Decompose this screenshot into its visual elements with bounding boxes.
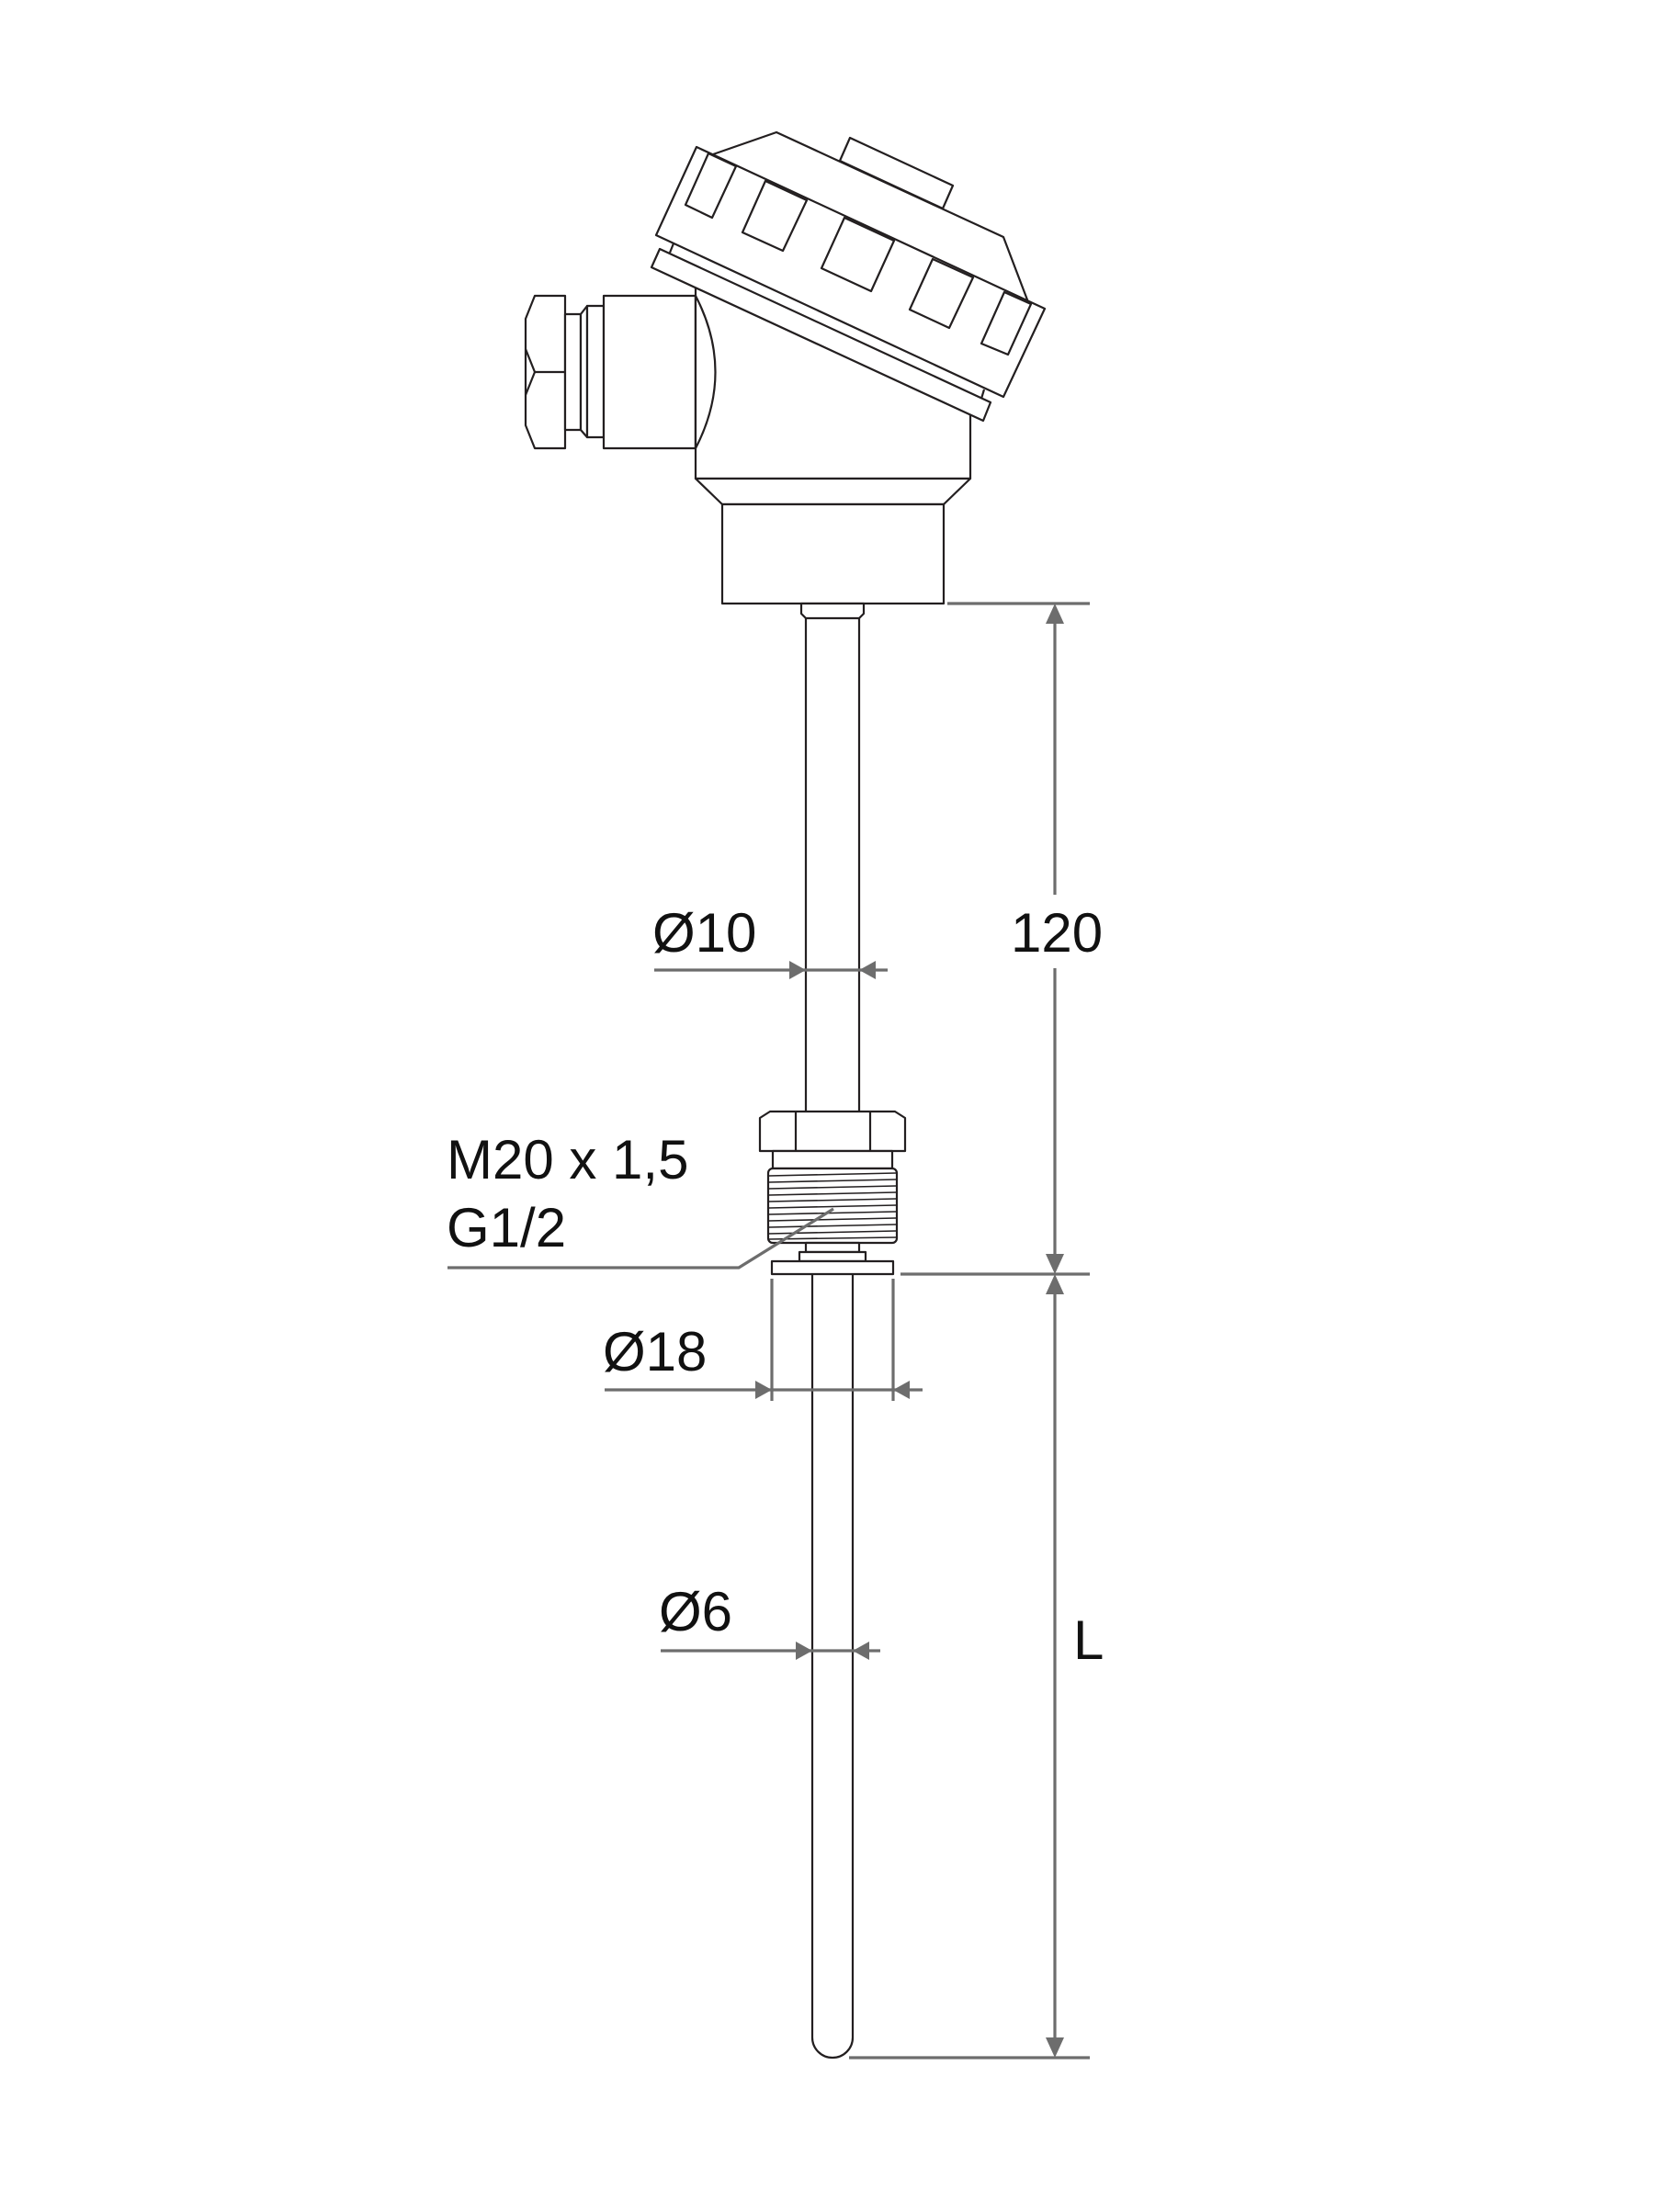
arrow-right-icon	[755, 1381, 772, 1399]
arrow-left-icon	[893, 1381, 910, 1399]
housing-taper	[694, 477, 972, 506]
lid-slot	[908, 257, 975, 330]
dimension-120: 120	[900, 602, 1103, 1276]
stem-assembly	[758, 602, 907, 2060]
arrow-up-icon	[1046, 604, 1064, 624]
dimension-diameter-18: Ø18	[603, 1279, 923, 1401]
gland-body	[602, 294, 697, 450]
thread-alt-label: G1/2	[447, 1197, 566, 1258]
dimension-diameter-10-label: Ø10	[652, 902, 756, 964]
lid-slot	[741, 179, 809, 253]
dimension-120-label: 120	[1011, 902, 1103, 964]
arrow-down-icon	[1046, 1254, 1064, 1274]
arrow-right-icon	[789, 961, 806, 979]
arrow-up-icon	[1046, 1274, 1064, 1294]
gland-ring	[563, 312, 583, 432]
dimension-L: L	[849, 1274, 1104, 2060]
arrow-left-icon	[859, 961, 876, 979]
dimension-L-label: L	[1073, 1609, 1104, 1671]
cable-gland	[524, 294, 697, 450]
dimension-diameter-18-label: Ø18	[603, 1321, 707, 1382]
fitting-hex-nut	[758, 1110, 907, 1153]
leader-line	[447, 1207, 834, 1270]
connection-head	[524, 130, 1047, 605]
fitting-flange	[770, 1259, 895, 1276]
thread-lines	[768, 1172, 897, 1240]
thread-label: M20 x 1,5	[447, 1129, 688, 1191]
lid-slot	[980, 290, 1033, 356]
protection-tube	[810, 1274, 855, 2060]
lid-gasket	[650, 247, 992, 423]
housing-neck	[720, 502, 946, 605]
lid-slot	[820, 216, 896, 293]
lid-slot	[684, 152, 738, 220]
dimension-diameter-6: Ø6	[659, 1581, 880, 1660]
arrow-left-icon	[853, 1642, 869, 1660]
dimension-diameter-6-label: Ø6	[659, 1581, 732, 1642]
stem-fitting	[799, 602, 866, 620]
dimension-diameter-10: Ø10	[652, 902, 888, 979]
arrow-right-icon	[796, 1642, 812, 1660]
thread-callout: M20 x 1,5 G1/2	[447, 1129, 834, 1270]
arrow-down-icon	[1046, 2037, 1064, 2058]
